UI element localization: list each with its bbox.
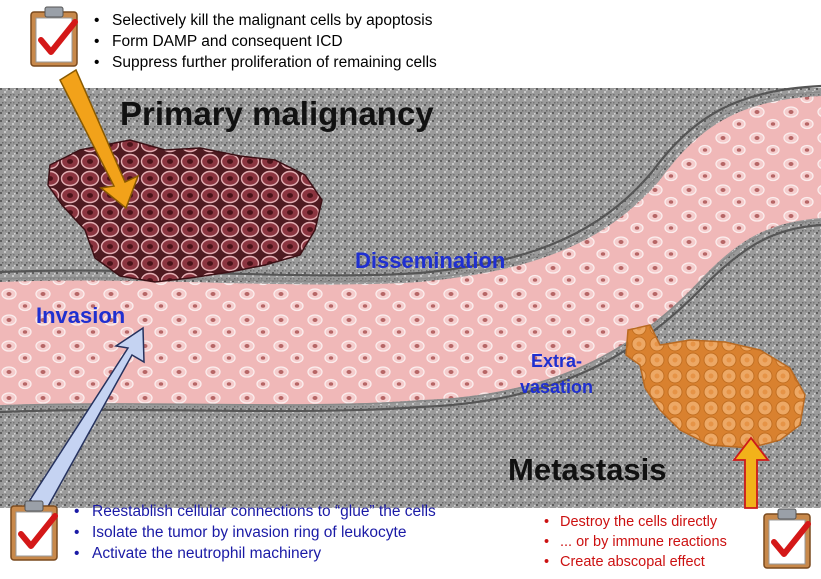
extravasation-label-line1: Extra- bbox=[531, 351, 583, 371]
primary-treatment-list: Selectively kill the malignant cells by … bbox=[90, 10, 437, 73]
arrow-to-invasion bbox=[28, 326, 145, 512]
list-item: Reestablish cellular connections to “glu… bbox=[70, 501, 436, 522]
extravasation-label-line2: vasation bbox=[520, 377, 594, 397]
arrow-to-metastasis bbox=[732, 436, 770, 509]
clipboard-check-icon bbox=[30, 6, 78, 67]
metastasis-treatment-list: Destroy the cells directly ... or by imm… bbox=[540, 512, 727, 572]
clipboard-check-icon bbox=[10, 500, 58, 561]
dissemination-label: Dissemination bbox=[355, 248, 506, 273]
metastasis-label: Metastasis bbox=[508, 452, 667, 487]
invasion-treatment-list: Reestablish cellular connections to “glu… bbox=[70, 501, 436, 564]
list-item: Isolate the tumor by invasion ring of le… bbox=[70, 522, 436, 543]
clipboard-check-icon bbox=[763, 508, 811, 569]
invasion-label: Invasion bbox=[36, 303, 126, 328]
list-item: Selectively kill the malignant cells by … bbox=[90, 10, 437, 31]
list-item: Form DAMP and consequent ICD bbox=[90, 31, 437, 52]
arrow-to-primary bbox=[59, 68, 140, 210]
extravasation-label: Extra- vasation bbox=[520, 348, 593, 400]
list-item: Destroy the cells directly bbox=[540, 512, 727, 532]
list-item: ... or by immune reactions bbox=[540, 532, 727, 552]
list-item: Suppress further proliferation of remain… bbox=[90, 52, 437, 73]
primary-malignancy-label: Primary malignancy bbox=[120, 95, 434, 132]
list-item: Activate the neutrophil machinery bbox=[70, 543, 436, 564]
metastasis-tumor bbox=[625, 324, 806, 449]
list-item: Create abscopal effect bbox=[540, 552, 727, 572]
